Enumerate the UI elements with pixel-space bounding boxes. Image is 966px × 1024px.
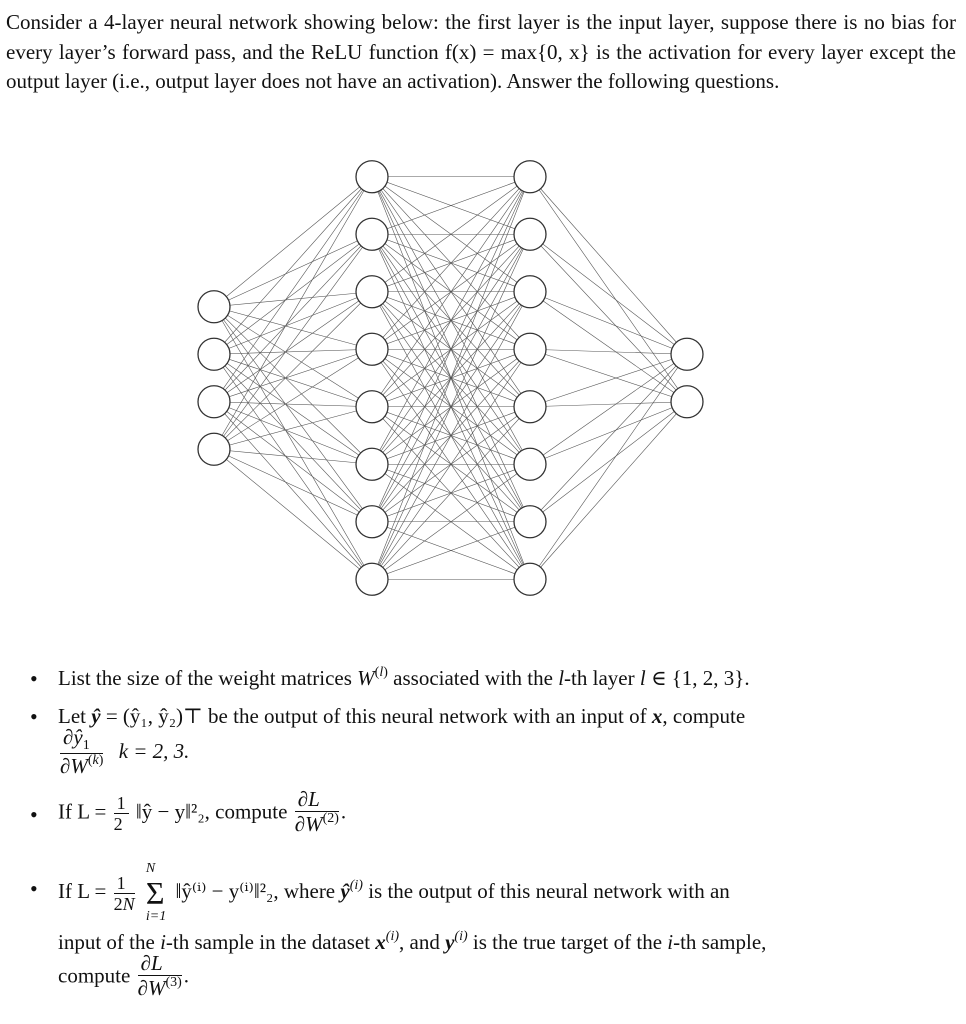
edge-layer1 [213, 401, 373, 465]
edge-layer3 [529, 291, 688, 355]
edge-layer1 [213, 448, 373, 465]
edge-layer1 [213, 353, 373, 408]
edge-layer2 [371, 234, 531, 580]
edge-layer3 [529, 348, 688, 403]
neuron-layer1-1 [197, 290, 231, 324]
edge-layer3 [529, 176, 688, 355]
neuron-layer2-6 [355, 447, 389, 481]
fraction-dl-dw2: ∂L ∂W(2) [294, 787, 339, 836]
edge-layer1 [213, 176, 373, 355]
edge-layer1 [213, 291, 373, 450]
edge-layer1 [213, 354, 373, 465]
problem-statement: Consider a 4-layer neural network showin… [6, 10, 956, 93]
edge-layer3 [529, 354, 688, 522]
edge-layer3 [529, 354, 688, 580]
edge-layer1 [213, 233, 373, 308]
edge-layer2 [371, 176, 531, 522]
edge-layer1 [213, 354, 373, 522]
edge-layer2 [371, 176, 531, 407]
neuron-layer3-7 [513, 505, 547, 539]
edge-layer2 [371, 291, 531, 580]
neuron-layer1-4 [197, 432, 231, 466]
edge-layer1 [213, 306, 373, 350]
neuron-layer2-3 [355, 275, 389, 309]
edge-layer3 [529, 401, 688, 465]
edge-layer3 [529, 176, 688, 402]
edge-layer2 [371, 521, 531, 580]
edge-layer3 [529, 401, 688, 580]
edge-layer1 [213, 306, 373, 465]
neuron-layer2-5 [355, 390, 389, 424]
edge-layer1 [213, 176, 373, 450]
fraction-dy1-dwk: ∂ŷ1 ∂W(k) [60, 725, 104, 778]
edge-layer3 [529, 348, 688, 355]
edge-layer1 [213, 234, 373, 402]
fraction-dl-dw3: ∂L ∂W(3) [137, 951, 182, 1000]
edge-layer1 [213, 354, 373, 580]
neuron-layer4-2 [670, 385, 704, 419]
neuron-layer2-2 [355, 217, 389, 251]
network-edges [213, 176, 688, 580]
neuron-layer3-5 [513, 390, 547, 424]
edge-layer1 [213, 401, 373, 408]
neuron-layer3-6 [513, 447, 547, 481]
edge-layer3 [529, 401, 688, 522]
neuron-layer3-4 [513, 332, 547, 366]
neuron-layer3-1 [513, 160, 547, 194]
edge-layer1 [213, 234, 373, 450]
neuron-layer3-3 [513, 275, 547, 309]
neural-network-diagram [197, 160, 704, 596]
edge-layer3 [529, 234, 688, 355]
neuron-layer2-4 [355, 332, 389, 366]
edge-layer2 [371, 406, 531, 580]
neuron-layer3-2 [513, 217, 547, 251]
edge-layer2 [371, 176, 531, 235]
edge-layer1 [213, 291, 373, 402]
edge-layer1 [213, 306, 373, 580]
edge-layer1 [213, 234, 373, 355]
edge-layer1 [213, 401, 373, 580]
edge-layer2 [371, 176, 531, 292]
edge-layer1 [213, 306, 373, 408]
question-3: If L = 12 ‖ŷ − y‖²₂, compute ∂L ∂W(2) . [30, 788, 954, 840]
neuron-layer2-8 [355, 562, 389, 596]
edge-layer1 [213, 291, 373, 308]
edge-layer1 [213, 348, 373, 403]
edge-layer2 [371, 176, 531, 580]
neuron-layer3-8 [513, 562, 547, 596]
edge-layer3 [529, 354, 688, 465]
edge-layer1 [213, 448, 373, 523]
neuron-layer4-1 [670, 337, 704, 371]
edge-layer3 [529, 234, 688, 402]
edge-layer1 [213, 348, 373, 355]
edge-layer1 [213, 176, 373, 307]
edge-layer1 [213, 406, 373, 450]
edge-layer1 [213, 291, 373, 355]
question-2: Let ŷ = (ŷ₁, ŷ₂)⊤ be the output of this … [30, 702, 954, 777]
edge-layer3 [529, 291, 688, 402]
network-nodes [197, 160, 704, 596]
neuron-layer1-3 [197, 385, 231, 419]
edge-layer1 [213, 348, 373, 450]
edge-layer3 [529, 353, 688, 408]
edge-layer1 [213, 449, 373, 580]
question-1: List the size of the weight matrices W(l… [30, 664, 954, 694]
edge-layer1 [213, 306, 373, 522]
edge-layer2 [371, 464, 531, 580]
edge-layer1 [213, 176, 373, 402]
question-4: If L = 12N NΣi=1 ‖ŷ⁽ⁱ⁾ − y⁽ⁱ⁾‖²₂, where … [30, 861, 954, 1004]
edge-layer2 [371, 349, 531, 580]
neuron-layer2-1 [355, 160, 389, 194]
edge-layer1 [213, 401, 373, 522]
neuron-layer2-7 [355, 505, 389, 539]
neuron-layer1-2 [197, 337, 231, 371]
edge-layer3 [529, 401, 688, 408]
edge-layer2 [371, 176, 531, 350]
edge-layer2 [371, 176, 531, 465]
